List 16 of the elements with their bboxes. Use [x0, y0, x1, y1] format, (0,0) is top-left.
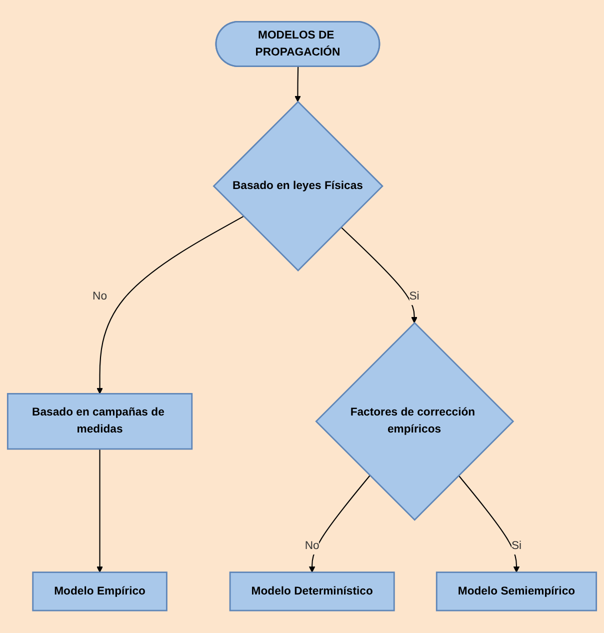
edge-label: No	[304, 540, 320, 552]
arrow	[96, 216, 244, 394]
edge-label: No	[92, 290, 108, 303]
node-box: Basado en campañas de medidas	[6, 393, 193, 450]
arrow	[458, 476, 520, 573]
node-box: Modelo Semiempírico	[436, 572, 598, 612]
arrow	[96, 449, 103, 573]
edge-label: Si	[409, 290, 420, 303]
arrow	[308, 476, 370, 573]
arrow	[294, 67, 301, 102]
node-box: Modelo Determinístico	[229, 572, 395, 612]
node-diamond: Basado en leyes Físicas	[212, 101, 384, 272]
arrow	[340, 227, 418, 324]
edge-label: Si	[511, 540, 522, 552]
node-diamond: Factores de corrección empíricos	[315, 322, 514, 522]
node-box: Modelo Empírico	[32, 572, 168, 612]
